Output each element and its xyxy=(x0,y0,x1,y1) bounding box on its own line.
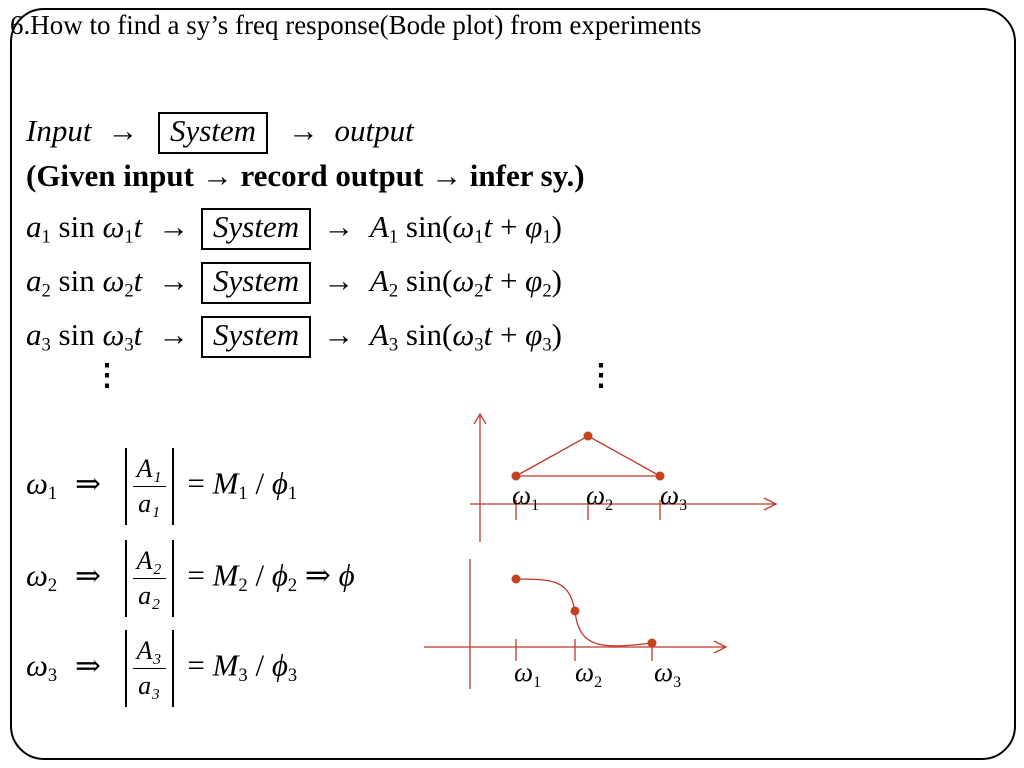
output-label: output xyxy=(334,113,414,148)
vertical-dots-left: ⋮ xyxy=(92,359,122,392)
phase-curve-line xyxy=(515,578,653,647)
magnitude-sketch: ω1 ω2 ω3 xyxy=(470,412,778,542)
arrow: → xyxy=(287,113,319,148)
mag-y-arrowhead xyxy=(473,412,487,425)
arrow: → xyxy=(107,113,139,148)
mag-tick-label: ω3 xyxy=(660,480,687,514)
system-box: System xyxy=(157,112,269,154)
system-box: System xyxy=(201,316,312,358)
mag-x-arrowhead xyxy=(763,497,778,511)
sinusoid-row-3: a3 sin ω3t →System→ A3 sin(ω3t + φ3) xyxy=(26,316,562,358)
phase-tick-label: ω3 xyxy=(654,657,681,691)
input-label: Input xyxy=(26,113,92,148)
phase-data-point xyxy=(647,638,657,648)
sinusoid-row-2: a2 sin ω2t →System→ A2 sin(ω2t + φ2) xyxy=(26,262,562,304)
mag-triangle-line xyxy=(513,435,663,477)
phase-data-point xyxy=(511,574,521,584)
mag-data-point xyxy=(511,471,521,481)
phase-x-arrowhead xyxy=(713,640,728,654)
system-box: System xyxy=(201,262,312,304)
sinusoid-row-1: a1 sin ω1t →System→ A1 sin(ω1t + φ1) xyxy=(26,208,562,250)
mag-data-point xyxy=(583,431,593,441)
phase-tick-label: ω1 xyxy=(514,657,541,691)
slide-title: 6.How to find a sy’s freq response(Bode … xyxy=(10,10,702,40)
vertical-dots-right: ⋮ xyxy=(586,359,616,392)
mag-tick-label: ω1 xyxy=(512,480,539,514)
io-equation: Input → System → output xyxy=(26,112,414,154)
phase-sketch: ω1 ω2 ω3 xyxy=(424,559,728,691)
phase-tick-label: ω2 xyxy=(575,657,602,691)
given-input-note: (Given input → record output → infer sy.… xyxy=(26,158,585,193)
slide-frame xyxy=(10,8,1016,760)
system-box: System xyxy=(201,208,312,250)
mag-data-point xyxy=(655,471,665,481)
mag-tick-label: ω2 xyxy=(586,480,613,514)
phase-data-point xyxy=(570,606,580,616)
